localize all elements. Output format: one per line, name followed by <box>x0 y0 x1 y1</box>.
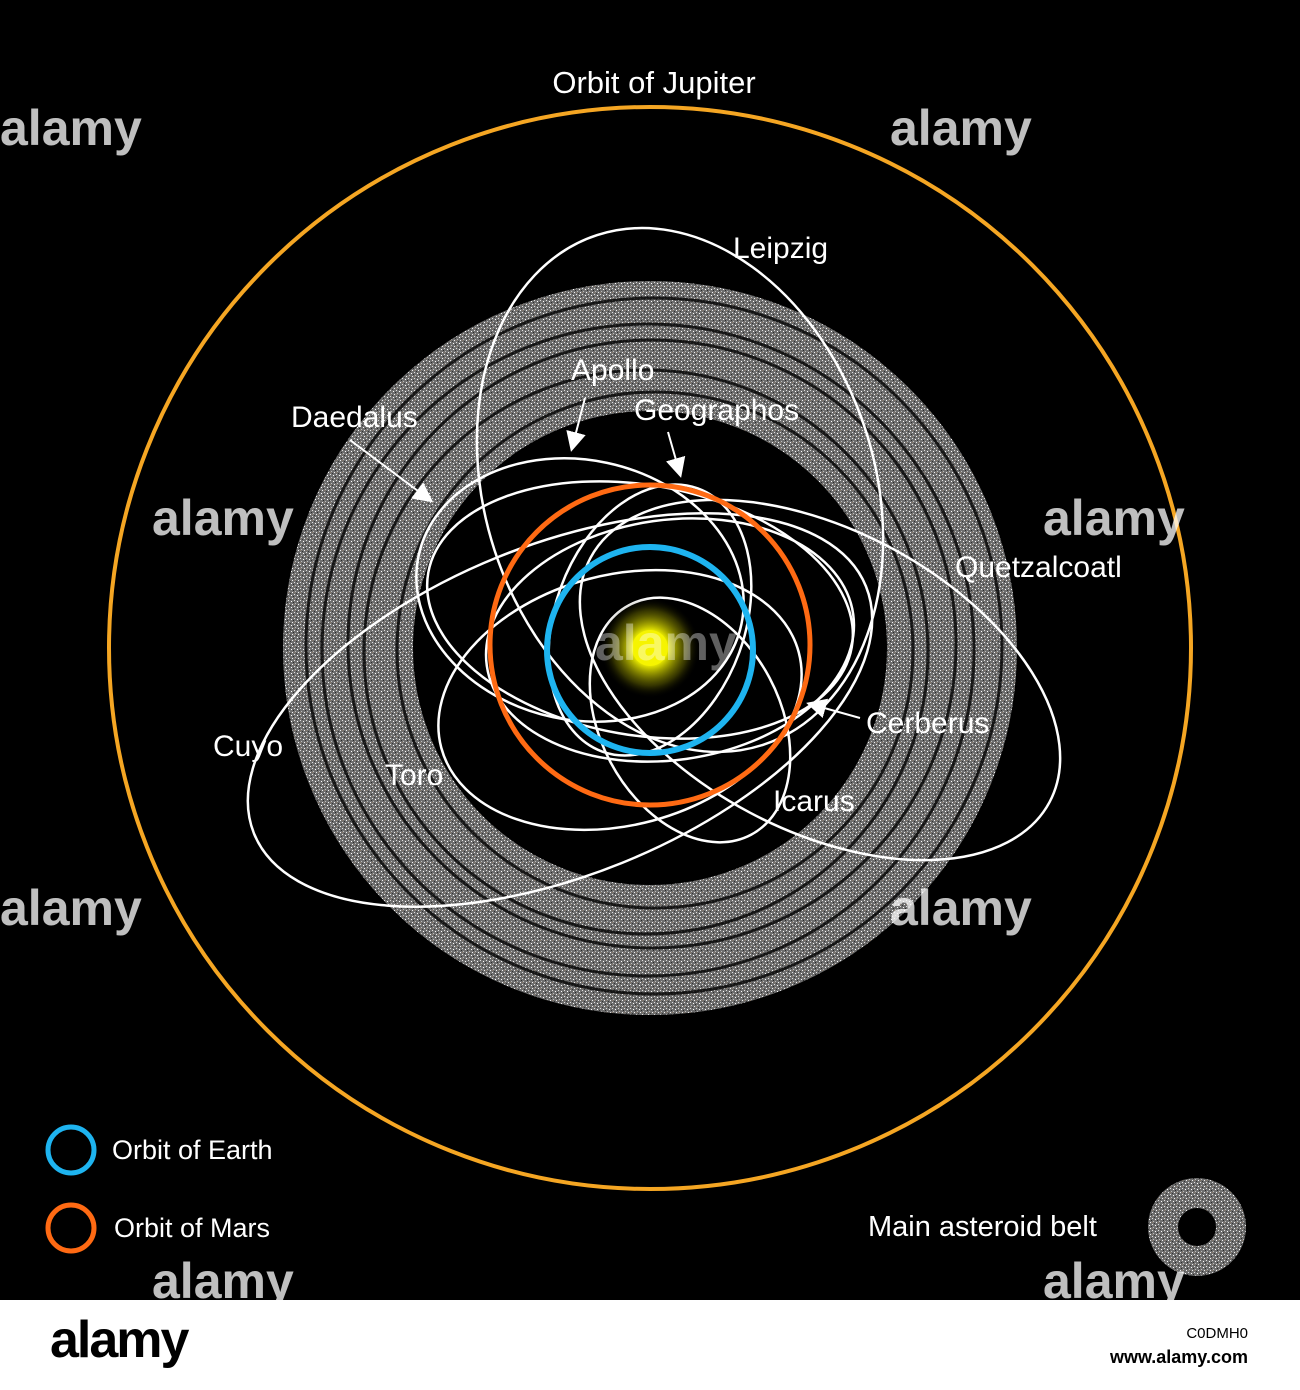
leipzig-orbit <box>475 226 885 754</box>
geographos-orbit <box>484 517 856 763</box>
daedalus-arrow <box>349 439 434 503</box>
legend-belt-label: Main asteroid belt <box>868 1211 1097 1243</box>
footer-url: www.alamy.com <box>1109 1347 1248 1367</box>
cerberus-orbit <box>547 483 753 757</box>
asteroid-orbits <box>246 226 1062 908</box>
watermark: alamy <box>890 100 1032 156</box>
footer-image-id: C0DMH0 <box>1186 1325 1248 1342</box>
legend-earth-swatch <box>45 1124 97 1176</box>
watermark: alamy <box>1043 490 1185 546</box>
jupiter-orbit <box>107 105 1193 1191</box>
watermark: alamy <box>595 615 737 671</box>
legend: Orbit of Earth Orbit of Mars Main astero… <box>45 1124 1246 1276</box>
watermark: alamy <box>152 490 294 546</box>
label-cerberus: Cerberus <box>866 707 989 740</box>
footer-logo: alamy <box>50 1311 189 1369</box>
asteroid-orbits-diagram: Orbit of Jupiter Leipzig Apollo Geograph… <box>0 65 1246 1300</box>
watermark: alamy <box>890 880 1032 936</box>
label-geographos: Geographos <box>634 394 799 427</box>
label-toro: Toro <box>385 759 443 792</box>
label-leipzig: Leipzig <box>733 232 828 265</box>
mars-orbit <box>487 482 813 808</box>
label-quetzalcoatl: Quetzalcoatl <box>955 551 1122 584</box>
label-daedalus: Daedalus <box>291 401 418 434</box>
earth-orbit <box>544 544 756 756</box>
watermark: alamy <box>0 880 142 936</box>
legend-belt-swatch <box>1148 1178 1246 1276</box>
footer-bar <box>0 1300 1300 1390</box>
sun-core <box>632 630 668 666</box>
watermark: alamy <box>0 100 142 156</box>
label-apollo: Apollo <box>571 354 654 387</box>
label-cuyo: Cuyo <box>213 730 283 763</box>
legend-mars-label: Orbit of Mars <box>114 1213 270 1243</box>
daedalus-orbit <box>415 457 745 723</box>
watermark: alamy <box>1043 1253 1185 1300</box>
geographos-arrow <box>665 431 686 478</box>
watermarks: alamy alamy alamy alamy alamy alamy alam… <box>0 100 1185 1300</box>
quetzalcoatl-orbit <box>578 498 1062 862</box>
label-jupiter: Orbit of Jupiter <box>552 65 755 100</box>
cuyo-orbit <box>246 512 874 908</box>
label-arrows <box>349 397 861 719</box>
cerberus-arrow <box>806 698 861 719</box>
watermark: alamy <box>152 1253 294 1300</box>
label-icarus: Icarus <box>773 785 855 818</box>
apollo-arrow <box>566 397 586 452</box>
legend-mars-swatch <box>45 1202 97 1254</box>
legend-earth-label: Orbit of Earth <box>112 1135 273 1165</box>
toro-orbit <box>437 568 803 832</box>
